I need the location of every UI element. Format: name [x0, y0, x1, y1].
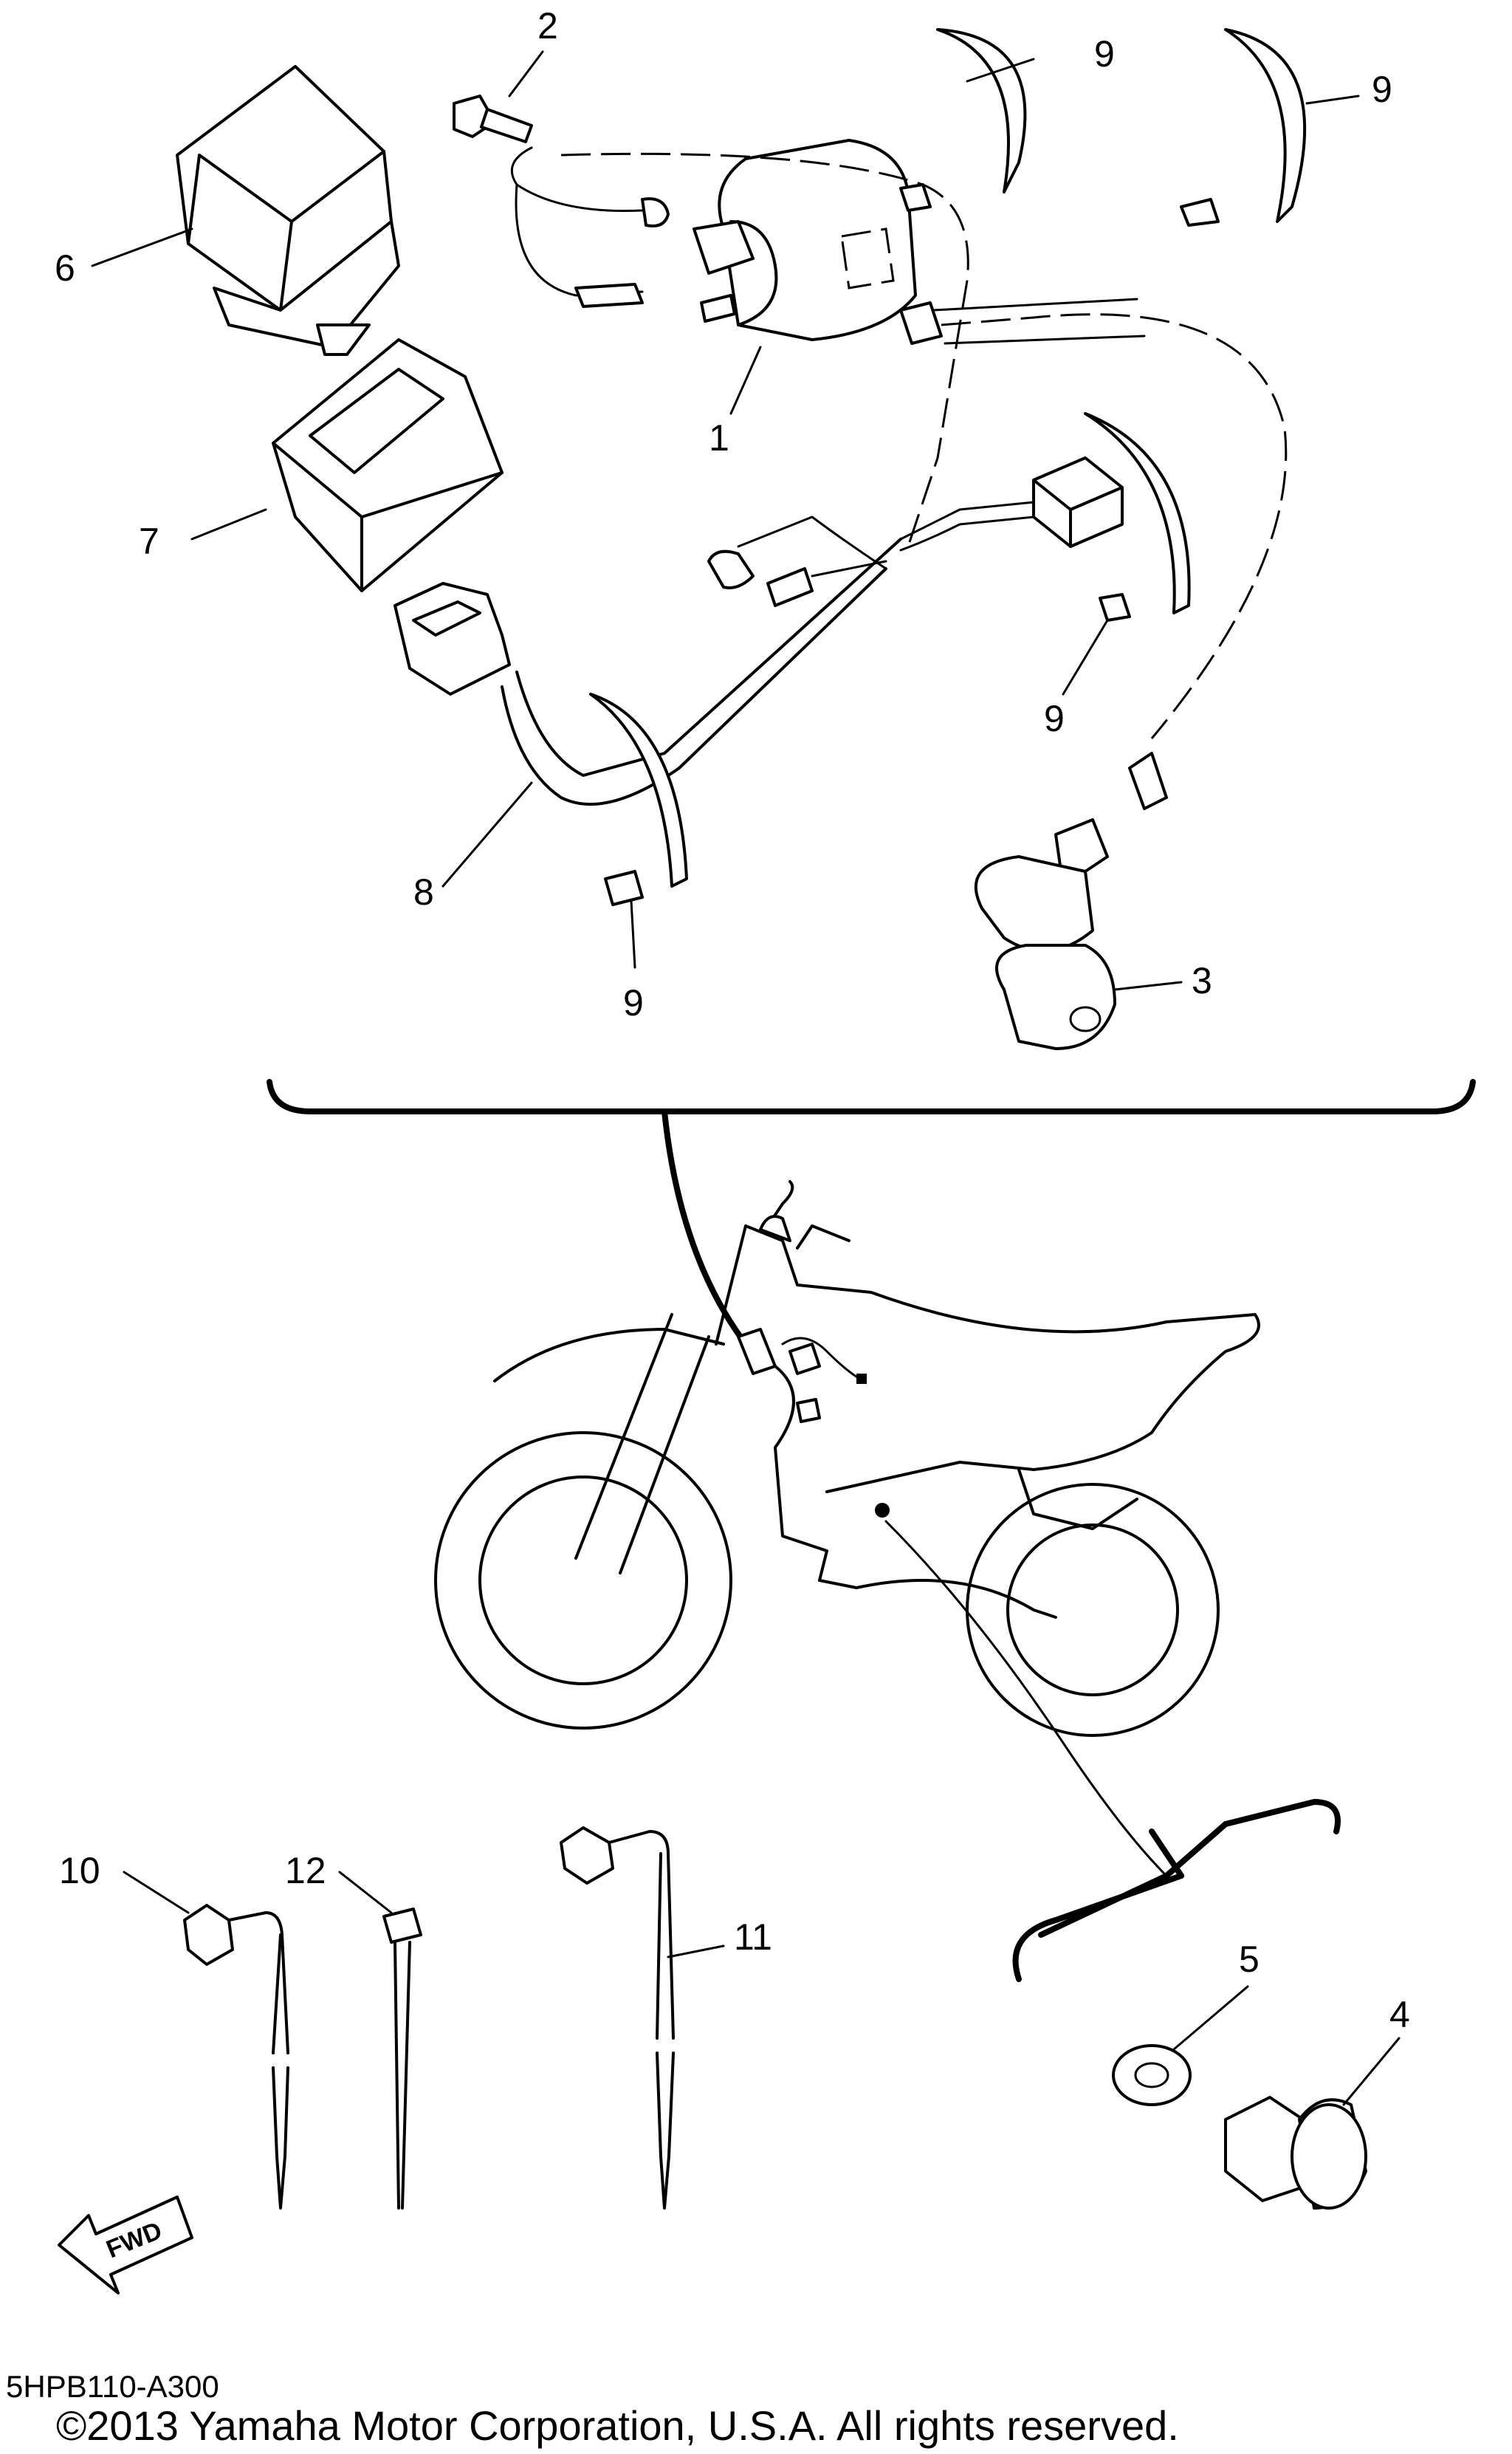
motorcycle-outline: [434, 1180, 1260, 1737]
part-9-clamp-a: [936, 28, 1027, 193]
callout-leaders: [91, 50, 1401, 2106]
part-8-wire-harness: [394, 456, 1124, 806]
callout-12: 12: [285, 1850, 326, 1891]
part-9-clamp-c: [1084, 412, 1191, 614]
callout-9-top-right: 9: [1372, 69, 1392, 110]
high-tension-lead: [941, 313, 1288, 739]
callout-9-top: 9: [1094, 33, 1115, 75]
callout-4: 4: [1389, 1994, 1410, 2035]
part-12-cable-tie: [382, 1908, 422, 2210]
part-9-clamp-d: [589, 693, 688, 888]
part-1-ignition-coil: [510, 139, 943, 345]
part-9-clamp-b: [1224, 28, 1307, 223]
part-2-bolt: [453, 95, 533, 143]
part-11-lead: [560, 1826, 675, 2210]
callout-8: 8: [413, 871, 434, 913]
callout-9-left: 9: [623, 982, 644, 1024]
callout-10: 10: [59, 1850, 100, 1891]
callout-11: 11: [734, 1916, 772, 1958]
callout-6: 6: [55, 247, 75, 289]
part-3-spark-plug-cap: [974, 752, 1168, 1050]
part-6-cdi-unit: [176, 65, 400, 356]
copyright-notice: ©2013 Yamaha Motor Corporation, U.S.A. A…: [56, 2402, 1179, 2449]
part-4-bolt: [1224, 2096, 1367, 2210]
group-bracket: [267, 1079, 1476, 1114]
callout-7: 7: [139, 521, 159, 562]
callout-3: 3: [1192, 960, 1212, 1001]
part-5-washer: [1112, 2044, 1192, 2106]
callout-2: 2: [537, 5, 558, 47]
part-10-lead: [183, 1904, 289, 2210]
callout-5: 5: [1239, 1939, 1260, 1980]
part-7-cover: [272, 338, 504, 592]
callout-1: 1: [709, 417, 729, 459]
callout-9-right: 9: [1044, 698, 1065, 739]
diagram-code: 5HPB110-A300: [6, 2369, 219, 2404]
fwd-arrow-icon: FWD: [58, 2196, 193, 2294]
